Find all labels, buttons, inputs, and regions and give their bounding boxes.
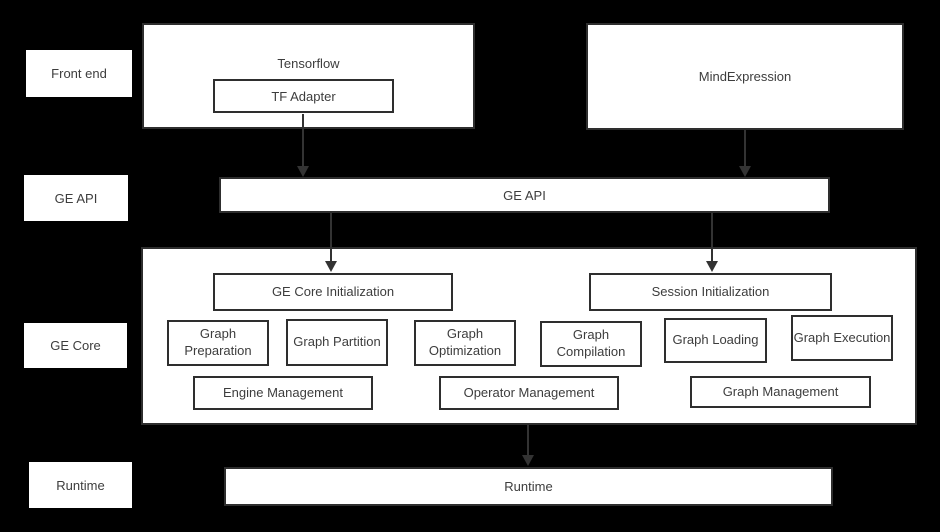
runtime-bar: Runtime (224, 467, 833, 506)
row-label-runtime-text: Runtime (56, 477, 105, 493)
row-label-front-end-text: Front end (51, 66, 107, 81)
manager-label: Operator Management (463, 384, 595, 400)
manager-label: Engine Management (223, 384, 343, 400)
row-label-front-end: Front end (26, 50, 132, 97)
row-label-ge-api-text: GE API (54, 190, 98, 206)
ge-core-container: GE Core Initialization Session Initializ… (141, 247, 917, 425)
row-label-ge-core-text: GE Core (50, 338, 101, 353)
arrow-ge-core-to-runtime (522, 425, 534, 466)
module-label: Graph Partition (293, 334, 381, 350)
row-label-ge-api: GE API (24, 175, 128, 221)
tensorflow-label: Tensorflow (277, 56, 340, 71)
tf-adapter-box: TF Adapter (213, 79, 394, 113)
module-box-graph-partition: Graph Partition (286, 319, 388, 366)
module-box-graph-loading: Graph Loading (664, 318, 767, 363)
module-label: Graph Loading (672, 332, 759, 348)
ge-api-bar: GE API (219, 177, 830, 213)
module-label: Graph Preparation (184, 326, 252, 358)
module-label: Graph Execution (793, 329, 891, 345)
tensorflow-box: Tensorflow TF Adapter (142, 23, 475, 129)
manager-box-operator-management: Operator Management (439, 376, 619, 410)
arrow-mindexpression-to-ge-api (739, 130, 751, 177)
module-box-graph-execution: Graph Execution (791, 315, 893, 361)
session-initialization-label: Session Initialization (651, 283, 770, 299)
row-label-runtime: Runtime (29, 462, 132, 508)
ge-core-initialization-box: GE Core Initialization (213, 273, 453, 311)
module-label: Graph Optimization (428, 326, 502, 358)
tf-adapter-label: TF Adapter (271, 88, 336, 104)
row-label-ge-core: GE Core (24, 323, 127, 368)
ge-api-bar-label: GE API (503, 187, 546, 203)
runtime-bar-label: Runtime (504, 479, 553, 494)
manager-label: Graph Management (722, 383, 839, 399)
manager-box-engine-management: Engine Management (193, 376, 373, 410)
module-label: Graph Compilation (556, 327, 626, 359)
ge-core-initialization-label: GE Core Initialization (271, 283, 395, 299)
module-box-graph-optimization: Graph Optimization (414, 320, 516, 366)
mindexpression-box: MindExpression (586, 23, 904, 130)
module-box-graph-compilation: Graph Compilation (540, 321, 642, 367)
manager-box-graph-management: Graph Management (690, 376, 871, 408)
mindexpression-label: MindExpression (698, 69, 792, 84)
module-box-graph-preparation: Graph Preparation (167, 320, 269, 366)
session-initialization-box: Session Initialization (589, 273, 832, 311)
